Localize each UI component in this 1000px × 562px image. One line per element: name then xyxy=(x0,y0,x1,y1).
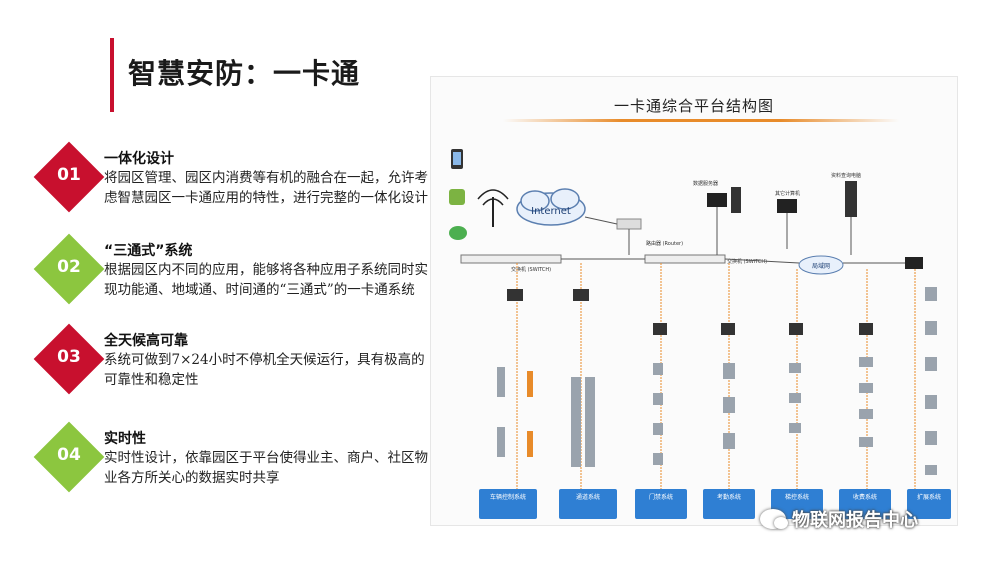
kiosk-icon xyxy=(845,181,857,217)
subsystem-box-attendance: 考勤系统 xyxy=(703,489,755,519)
subsystem-box-elevator: 梯控系统 xyxy=(771,489,823,519)
diagram-title: 一卡通综合平台结构图 xyxy=(613,97,774,115)
lan-cloud-icon xyxy=(798,255,844,275)
android-icon xyxy=(449,189,465,205)
internet-cloud-icon xyxy=(516,188,586,226)
feature-number: 01 xyxy=(57,165,81,185)
title-accent-bar xyxy=(110,38,114,112)
wechat-icon xyxy=(449,226,467,240)
architecture-diagram: 一卡通综合平台结构图 Internet 路由器 (Router) xyxy=(430,76,958,526)
internet-label: Internet xyxy=(531,206,571,217)
subsystem-box-vehicle: 车辆控制系统 xyxy=(479,489,537,519)
feature-item-1: 01 一体化设计 将园区管理、园区内消费等有机的融合在一起，允许考虑智慧园区一卡… xyxy=(0,140,440,230)
subsystem-box-extension: 扩展系统 xyxy=(907,489,951,519)
kiosk-label: 资料查询电脑 xyxy=(831,172,861,179)
watermark: 物联网报告中心 xyxy=(760,506,918,532)
feature-heading: 实时性 xyxy=(104,431,146,447)
pc-right-icon xyxy=(905,257,923,269)
phone-icon xyxy=(451,149,463,169)
feature-item-4: 04 实时性 实时性设计，依靠园区于平台使得业主、商户、社区物业各方所关心的数据… xyxy=(0,420,440,510)
wechat-logo-icon xyxy=(760,509,788,529)
switch-left-label: 交换机 (SWITCH) xyxy=(511,266,551,273)
feature-heading: 全天候高可靠 xyxy=(104,333,188,349)
feature-item-2: 02 “三通式”系统 根据园区内不同的应用，能够将各种应用子系统同时实现功能通、… xyxy=(0,232,440,322)
diagram-graphic: Internet 路由器 (Router) 交换机 (SWITCH) 交换机 (… xyxy=(449,149,937,489)
switch-right-icon xyxy=(644,254,726,264)
monitor-icon xyxy=(707,193,727,207)
feature-body: 根据园区内不同的应用，能够将各种应用子系统同时实现功能通、地域通、时间通的“三通… xyxy=(104,262,428,298)
subsystem-box-payment: 收费系统 xyxy=(839,489,891,519)
server-icon xyxy=(731,187,741,213)
feature-body: 将园区管理、园区内消费等有机的融合在一起，允许考虑智慧园区一卡通应用的特性，进行… xyxy=(104,170,428,206)
router-label: 路由器 (Router) xyxy=(646,240,683,247)
feature-body: 实时性设计，依靠园区于平台使得业主、商户、社区物业各方所关心的数据实时共享 xyxy=(104,450,428,486)
feature-number: 03 xyxy=(57,347,81,367)
subsystem-box-passage: 通道系统 xyxy=(559,489,617,519)
lan-label: 局域网 xyxy=(812,262,830,270)
feature-body: 系统可做到7×24小时不停机全天候运行，具有极高的可靠性和稳定性 xyxy=(104,352,425,388)
wifi-tower-icon xyxy=(477,189,509,227)
feature-heading: “三通式”系统 xyxy=(104,243,193,259)
feature-number: 04 xyxy=(57,445,81,465)
subsystem-box-access: 门禁系统 xyxy=(635,489,687,519)
router-icon xyxy=(616,218,642,230)
feature-item-3: 03 全天候高可靠 系统可做到7×24小时不停机全天候运行，具有极高的可靠性和稳… xyxy=(0,322,440,412)
slide-title: 智慧安防：一卡通 xyxy=(128,57,361,90)
switch-left-icon xyxy=(460,254,562,264)
switch-right-label: 交换机 (SWITCH) xyxy=(727,258,767,265)
server-label: 数据服务器 xyxy=(693,180,718,187)
watermark-text: 物联网报告中心 xyxy=(792,510,918,531)
computer-icon xyxy=(777,199,797,213)
feature-number: 02 xyxy=(57,257,81,277)
other-pc-label: 其它计算机 xyxy=(775,190,800,197)
title-underline xyxy=(503,119,899,122)
feature-heading: 一体化设计 xyxy=(104,151,174,167)
